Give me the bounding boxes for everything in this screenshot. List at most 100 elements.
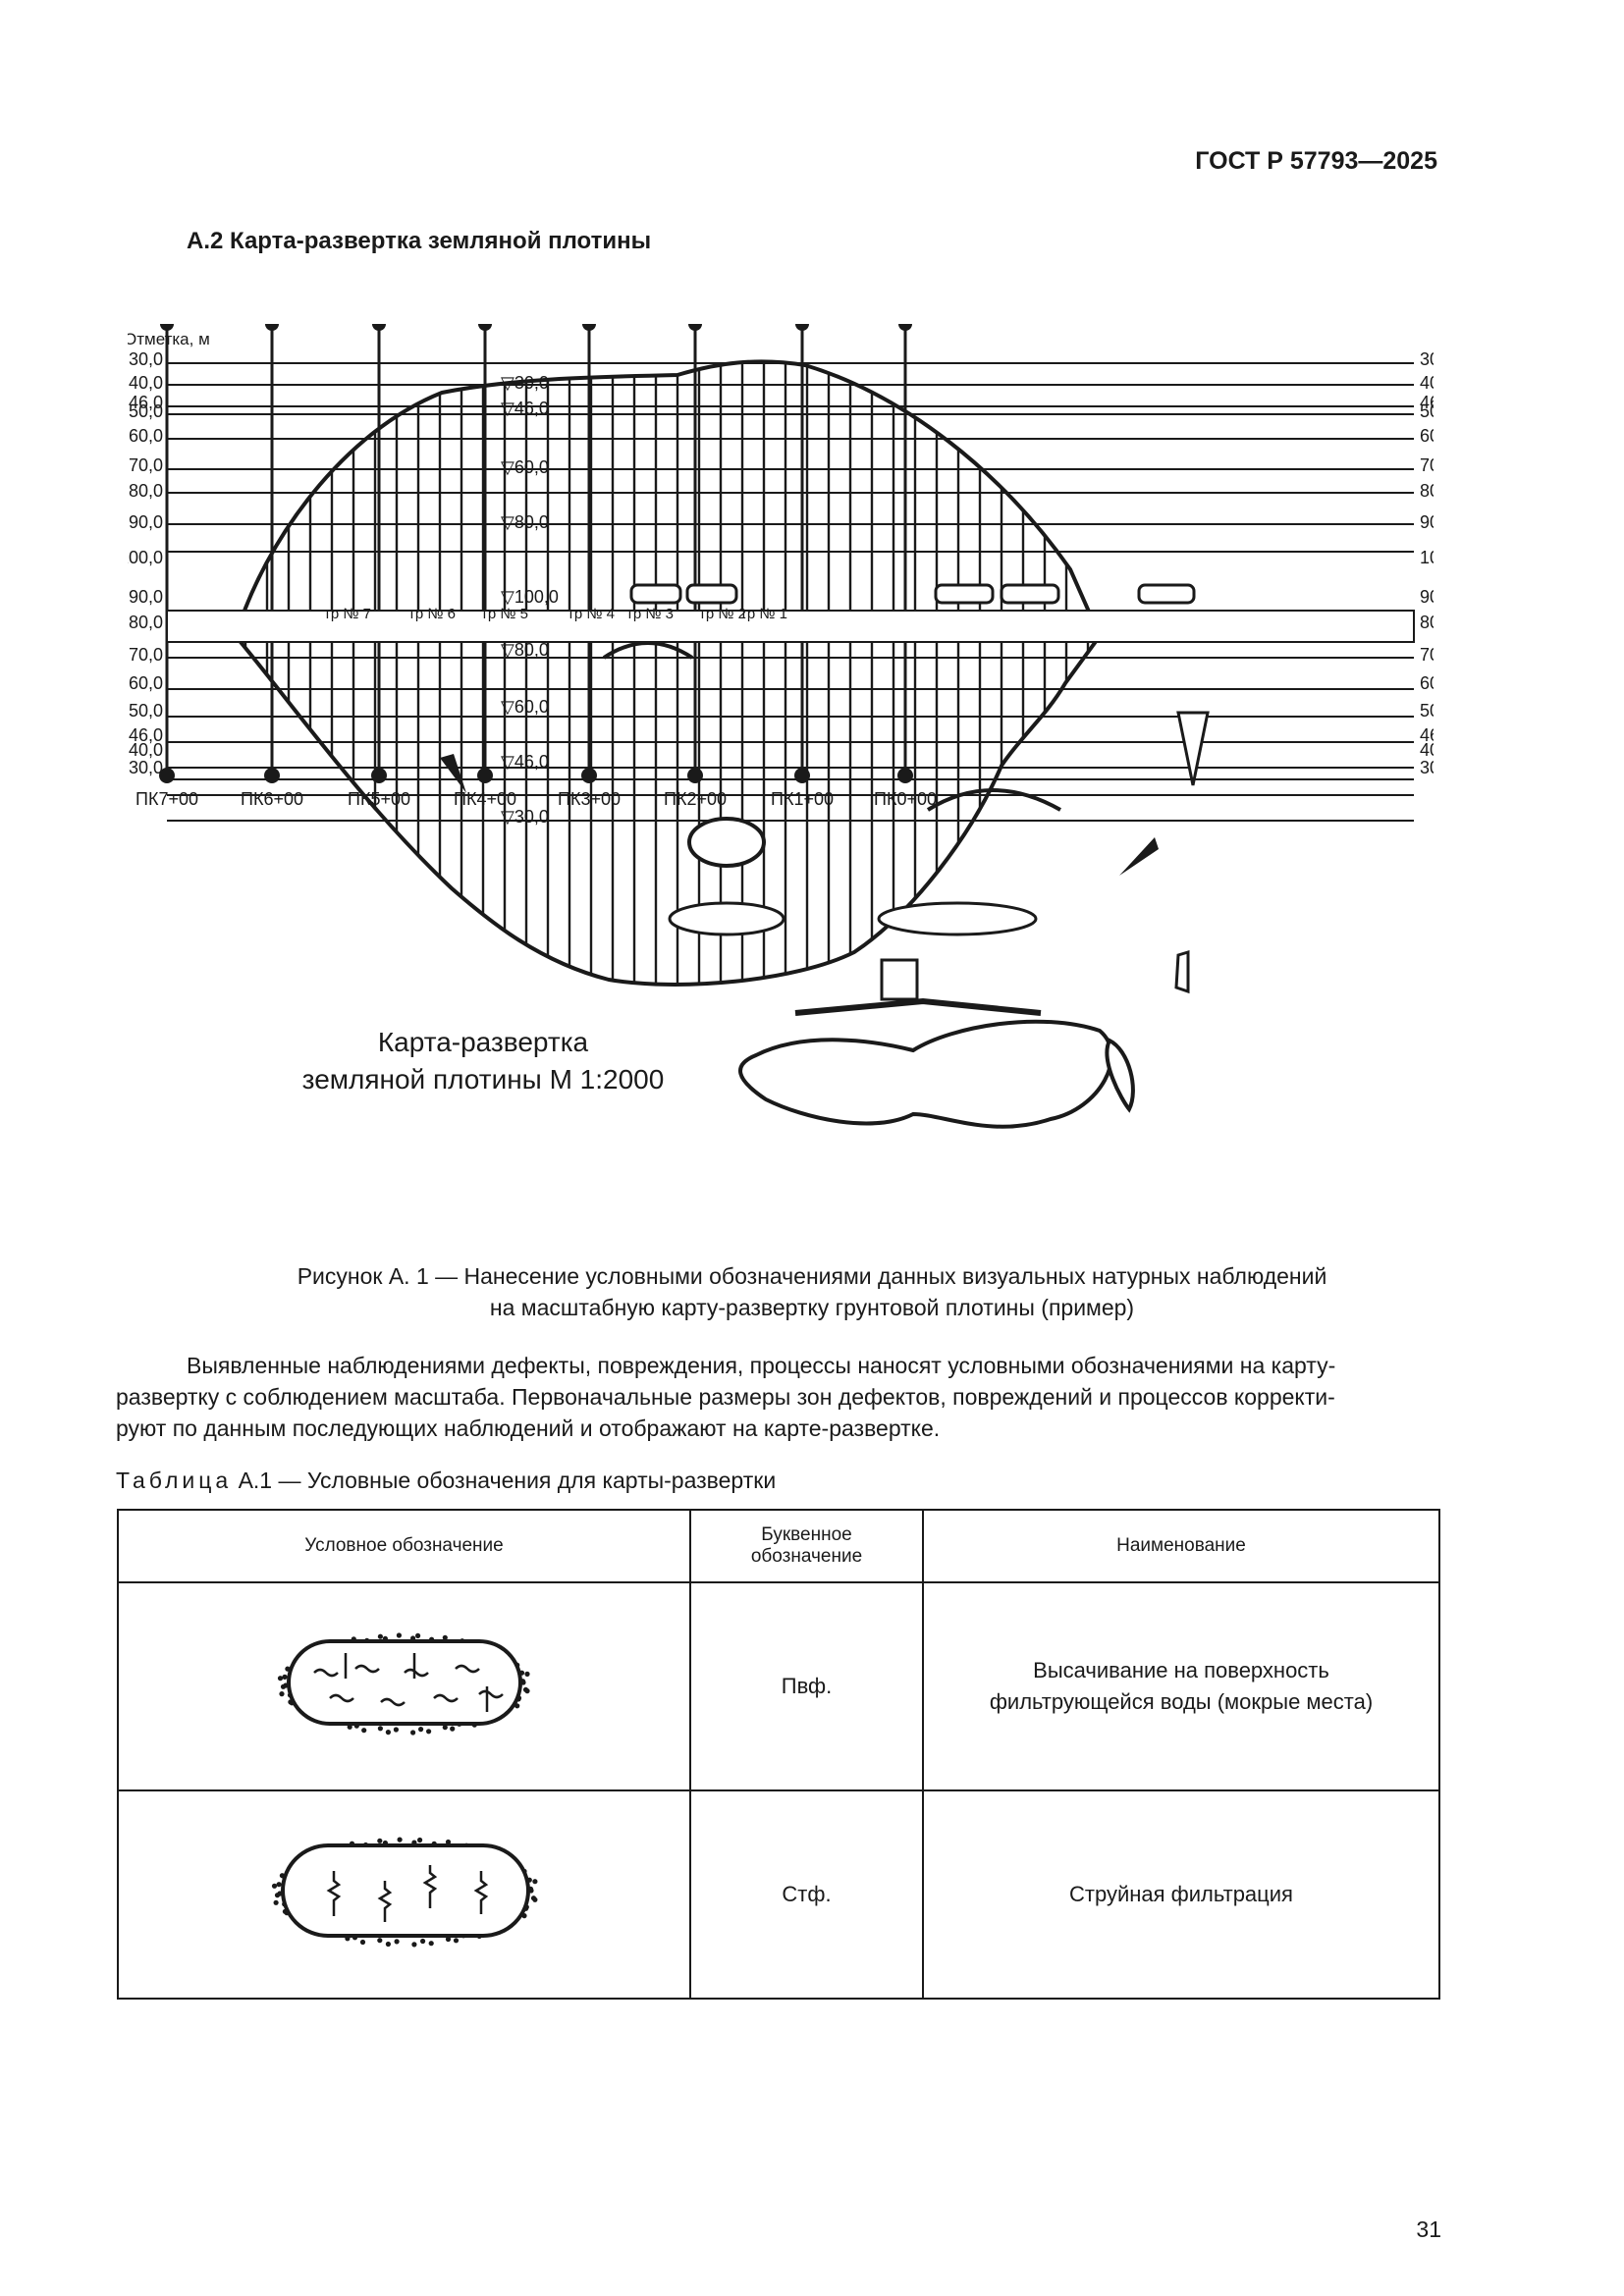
pipe-label: тр № 4	[568, 606, 615, 622]
picket-label: ПК5+00	[348, 789, 410, 809]
symbol-dot	[278, 1690, 285, 1696]
name-cell: Высачивание на поверхность фильтрующейся…	[922, 1581, 1440, 1791]
col-header-symbol: Условное обозначение	[117, 1509, 691, 1583]
center-elevation-label: ▽30,0	[501, 373, 549, 393]
elevation-label-left: 46,0	[129, 725, 163, 745]
symbol-dot	[419, 1938, 425, 1944]
symbol-dot	[360, 1727, 366, 1733]
sinkhole	[687, 817, 766, 868]
elevation-label-left: 70,0	[129, 455, 163, 475]
elevation-label-left: 50,0	[129, 401, 163, 421]
elevation-label-right: 90,0	[1420, 587, 1434, 607]
center-elevation-label: ▽30,0	[501, 807, 549, 827]
picket-marker-bottom	[371, 768, 387, 783]
center-elevation-label: ▽60,0	[501, 697, 549, 717]
elevation-label-right: 60,0	[1420, 673, 1434, 693]
symbol-dot	[376, 1937, 382, 1943]
symbol-dot	[385, 1941, 391, 1947]
caption-line-1: Рисунок А. 1 — Нанесение условными обозн…	[297, 1263, 1327, 1289]
symbol-dot	[531, 1896, 537, 1902]
elevation-label-left: 90,0	[129, 587, 163, 607]
downstream-channel	[794, 997, 1042, 1016]
symbol-dot	[453, 1937, 459, 1943]
symbol-dot	[377, 1725, 383, 1731]
symbol-dot	[416, 1837, 422, 1842]
symbol-cell-seepage	[117, 1581, 691, 1791]
picket-marker-bottom	[687, 768, 703, 783]
name-line-1: Высачивание на поверхность	[1033, 1658, 1329, 1682]
drainage-block	[880, 958, 919, 1001]
symbol-dot	[271, 1883, 277, 1889]
picket-label: ПК2+00	[664, 789, 727, 809]
symbol-dot	[417, 1726, 423, 1732]
small-pool	[1105, 1038, 1135, 1113]
symbol-dot	[442, 1724, 448, 1730]
picket-marker-top	[265, 324, 279, 331]
symbol-dot	[397, 1837, 403, 1842]
elevation-label-right: 46,0	[1420, 393, 1434, 412]
col-header-name: Наименование	[922, 1509, 1440, 1583]
symbol-dot	[531, 1878, 537, 1884]
name-cell: Струйная фильтрация	[922, 1789, 1440, 2000]
symbol-dot	[425, 1728, 431, 1734]
picket-label: ПК1+00	[771, 789, 834, 809]
elevation-label-left: 80,0	[129, 613, 163, 632]
figure-caption: Рисунок А. 1 — Нанесение условными обозн…	[0, 1260, 1624, 1323]
map-inner-subtitle: земляной плотины М 1:2000	[302, 1064, 665, 1095]
elevation-label-right: 30,0	[1420, 758, 1434, 777]
symbol-dot	[428, 1940, 434, 1946]
elevation-label-left: 40,0	[129, 740, 163, 760]
symbol-dot	[281, 1674, 288, 1680]
symbol-dot	[376, 1838, 382, 1843]
picket-label: ПК3+00	[558, 789, 621, 809]
table-row: Стф. Струйная фильтрация	[117, 1789, 1440, 2000]
center-elevation-label: ▽46,0	[501, 752, 549, 772]
symbol-dot	[445, 1839, 451, 1844]
picket-marker-bottom	[794, 768, 810, 783]
caption-line-2: на масштабную карту-развертку грунтовой …	[489, 1295, 1135, 1320]
table-title-word: Таблица	[116, 1468, 233, 1493]
dam-map-figure: Отметка, м 30,040,046,050,060,070,080,09…	[128, 324, 1434, 1129]
picket-marker-bottom	[159, 768, 175, 783]
symbol-dot	[409, 1729, 415, 1735]
dam-outline	[233, 359, 1103, 987]
elevation-label-left: 40,0	[129, 373, 163, 393]
center-elevation-label: ▽80,0	[501, 640, 549, 660]
col-header-code-line-2: обозначение	[750, 1546, 863, 1567]
symbol-dot	[359, 1939, 365, 1945]
symbol-dot	[449, 1726, 455, 1732]
elevation-label-left: 90,0	[129, 512, 163, 532]
table-header-row: Условное обозначение Буквенное обозначен…	[117, 1509, 1440, 1583]
map-inner-title: Карта-развертка	[378, 1027, 589, 1057]
picket-marker-top	[582, 324, 596, 331]
symbol-dot	[276, 1881, 282, 1887]
elevation-label-right: 80,0	[1420, 613, 1434, 632]
picket-marker-top	[372, 324, 386, 331]
picket-marker-top	[898, 324, 912, 331]
pipe-outlet-1	[1176, 711, 1210, 786]
symbol-dot	[385, 1729, 391, 1735]
symbol-dot	[393, 1726, 399, 1733]
elevation-label-right: 50,0	[1420, 401, 1434, 421]
crack-left	[440, 754, 466, 793]
symbol-dot	[523, 1687, 530, 1693]
pipe-label: тр № 1	[740, 606, 787, 622]
section-title: А.2 Карта-развертка земляной плотины	[187, 228, 652, 254]
paragraph-line-2: развертку с соблюдением масштаба. Первон…	[116, 1384, 1335, 1410]
table-title-rest: А.1 — Условные обозначения для карты-раз…	[238, 1468, 777, 1493]
picket-marker-top	[478, 324, 492, 331]
elevation-label-right: 30,0	[1420, 349, 1434, 369]
picket-marker-bottom	[897, 768, 913, 783]
elevation-label-right: 70,0	[1420, 455, 1434, 475]
col-header-code-line-1: Буквенное	[761, 1524, 852, 1545]
elevation-label-right: 60,0	[1420, 426, 1434, 446]
elevation-label-left: 60,0	[129, 426, 163, 446]
picket-label: ПК0+00	[874, 789, 937, 809]
body-paragraph: Выявленные наблюдениями дефекты, поврежд…	[116, 1350, 1445, 1444]
elevation-label-left: 30,0	[129, 349, 163, 369]
center-elevation-label: ▽60,0	[501, 457, 549, 477]
elevation-label-left: 50,0	[129, 701, 163, 721]
elevation-label-left: 30,0	[129, 758, 163, 777]
symbol-dot	[410, 1941, 416, 1947]
col-header-code: Буквенное обозначение	[689, 1509, 924, 1583]
